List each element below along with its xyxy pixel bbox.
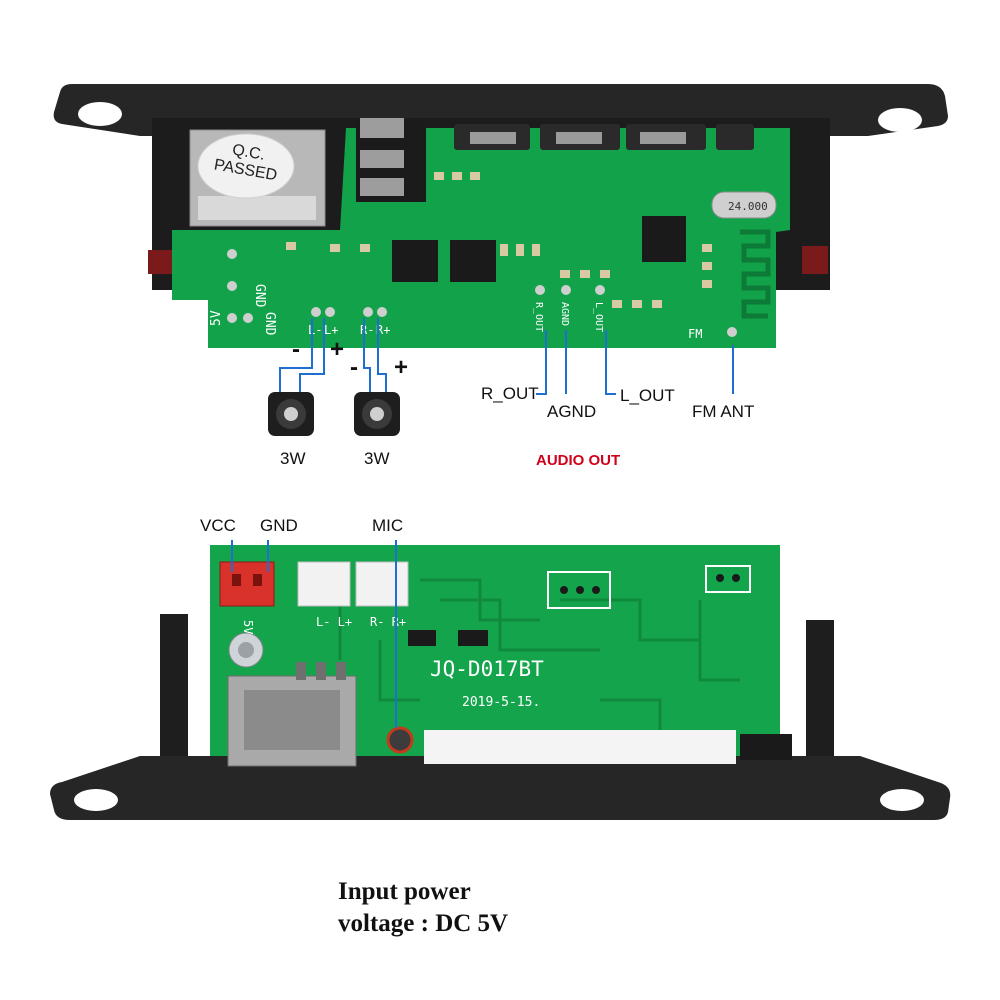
callout-audio-out: AUDIO OUT	[536, 452, 621, 469]
pad-label-5v: 5V	[209, 310, 224, 326]
pad-label-fm: FM	[688, 327, 702, 341]
speaker-right-power: 3W	[364, 449, 390, 468]
top-bezel-hole-right	[878, 108, 922, 132]
power-connector	[219, 561, 275, 607]
pad-label-gnd-a: GND	[252, 284, 267, 308]
speaker-left-icon	[268, 392, 314, 436]
pad-label-r-plus: R+	[376, 323, 390, 337]
pad-label-r-minus: R-	[360, 323, 374, 337]
pad-label-l-out: L_OUT	[593, 302, 604, 332]
r-pads-label: R- R+	[370, 615, 406, 629]
callout-fm-ant: FM ANT	[692, 402, 755, 421]
header-3pin	[547, 571, 611, 609]
speaker-left-power: 3W	[280, 449, 306, 468]
bottom-bezel-hole-right	[880, 789, 924, 811]
pad-label-r-out: R_OUT	[533, 302, 544, 332]
speaker-left-plus: +	[330, 336, 345, 363]
callout-r-out: R_OUT	[481, 384, 539, 403]
callout-mic: MIC	[372, 516, 404, 535]
qc-sticker	[197, 133, 295, 199]
board-date: 2019-5-15.	[462, 695, 540, 710]
header-2pin	[705, 565, 751, 593]
top-bezel-hole-left	[78, 102, 122, 126]
power-caption: Input power voltage : DC 5V	[338, 876, 508, 940]
top-pcb	[172, 128, 790, 348]
display-ribbon	[424, 730, 736, 764]
bottom-traces	[300, 578, 740, 742]
pad-label-gnd-b: GND	[262, 312, 277, 336]
crystal-label: 24.000	[728, 200, 768, 213]
caption-line-1: Input power	[338, 878, 471, 905]
l-pads-label: L- L+	[316, 615, 352, 629]
callout-agnd: AGND	[547, 402, 597, 421]
speaker-left-minus: -	[292, 336, 300, 363]
amp-chip-1	[392, 240, 438, 282]
pad-5v-label: 5V	[241, 620, 255, 634]
mic-icon	[386, 726, 414, 754]
speaker-right-icon	[354, 392, 400, 436]
callout-gnd: GND	[260, 516, 298, 535]
bottom-bezel	[50, 756, 951, 820]
callout-l-out: L_OUT	[620, 386, 675, 405]
bt-chip	[642, 216, 686, 262]
fm-antenna-trace	[740, 229, 771, 319]
crystal	[711, 191, 777, 219]
amp-chip-2	[450, 240, 496, 282]
board-model: JQ-D017BT	[430, 657, 544, 681]
pad-label-l-plus: L+	[324, 323, 338, 337]
right-speaker-connector	[355, 561, 409, 607]
speaker-right-minus: -	[350, 354, 358, 381]
pad-label-agnd: AGND	[559, 302, 570, 326]
caption-line-2: voltage : DC 5V	[338, 910, 509, 937]
left-speaker-connector	[297, 561, 351, 607]
callout-vcc: VCC	[200, 516, 236, 535]
pad-label-l-minus: L-	[308, 323, 322, 337]
bottom-bezel-hole-left	[74, 789, 118, 811]
speaker-right-plus: +	[394, 354, 409, 381]
speaker-wires	[279, 318, 734, 395]
